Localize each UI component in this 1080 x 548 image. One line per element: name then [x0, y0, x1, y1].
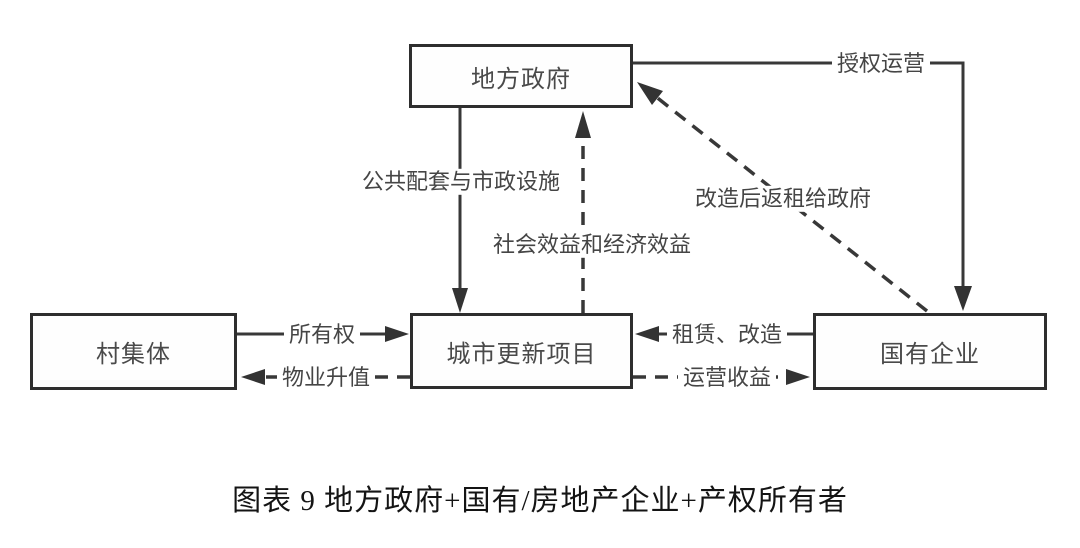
- arrow-lease-back-to-government: [637, 82, 929, 313]
- edge-label-property-appreciation: 物业升值: [276, 364, 376, 392]
- edge-label-authorized-operation: 授权运营: [831, 50, 931, 78]
- edge-label-lease-back-to-government: 改造后返租给政府: [689, 185, 877, 213]
- node-village-collective: 村集体: [30, 313, 237, 390]
- arrow-authorized-operation: [633, 61, 972, 311]
- edge-label-social-economic-benefits: 社会效益和经济效益: [487, 231, 697, 259]
- arrow-public-facilities: [452, 108, 468, 313]
- edge-label-public-facilities: 公共配套与市政设施: [356, 168, 566, 196]
- edge-label-ownership: 所有权: [283, 321, 361, 349]
- arrow-social-economic-benefits: [575, 111, 591, 313]
- edge-label-operating-income: 运营收益: [677, 364, 777, 392]
- figure-caption: 图表 9 地方政府+国有/房地产企业+产权所有者: [232, 485, 848, 517]
- node-urban-renewal-project: 城市更新项目: [410, 313, 633, 389]
- node-state-owned-enterprise: 国有企业: [813, 313, 1047, 390]
- edge-label-lease-renovation: 租赁、改造: [666, 321, 788, 349]
- node-local-government: 地方政府: [409, 44, 633, 108]
